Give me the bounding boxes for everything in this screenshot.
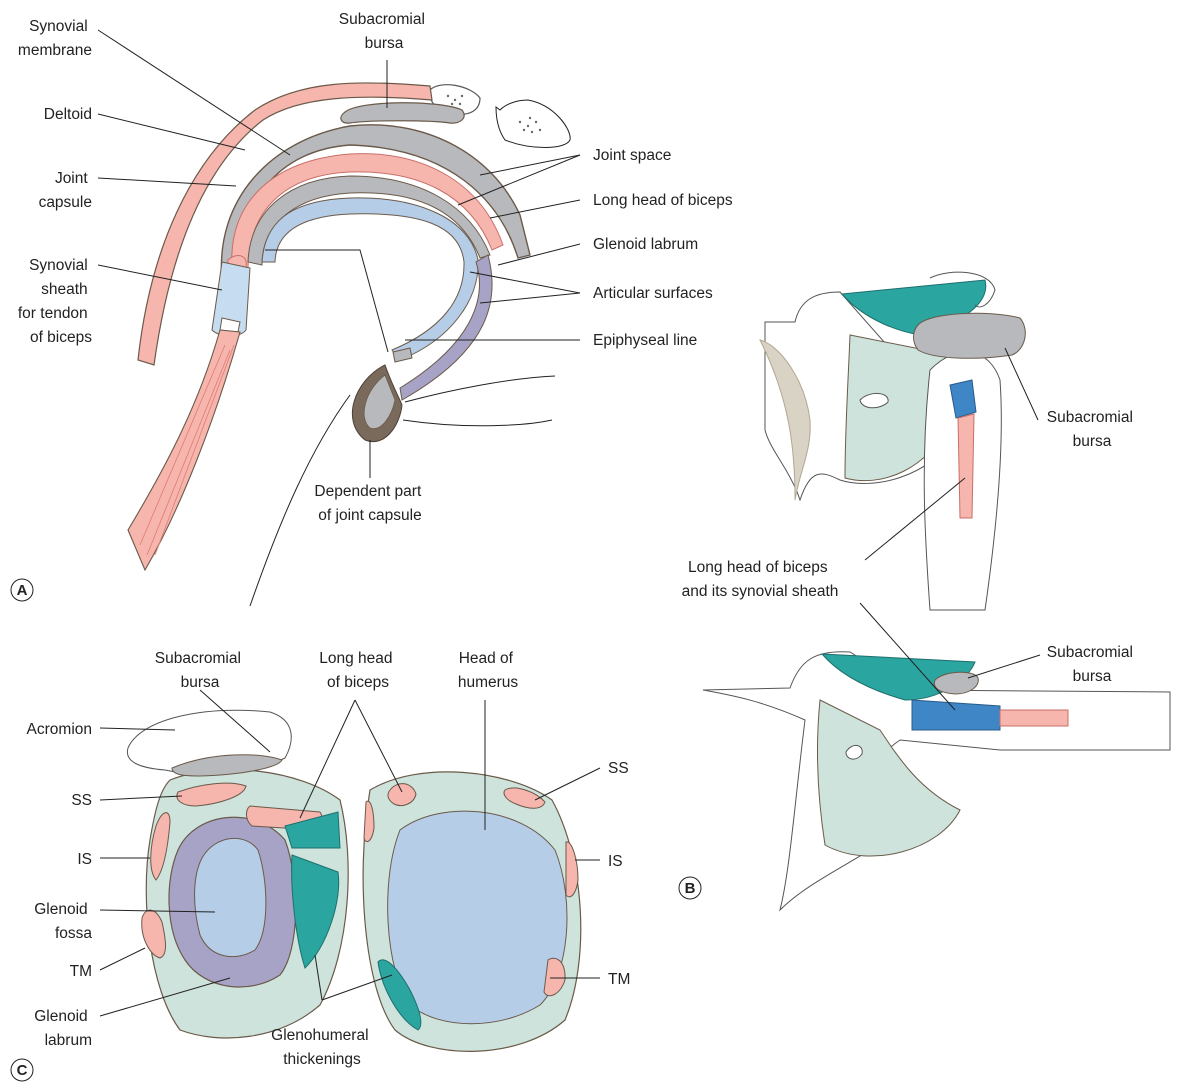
is-right-muscle bbox=[566, 842, 578, 897]
label-glenoid-labrum-a: Glenoid labrum bbox=[593, 236, 698, 253]
lead-c-biceps-2 bbox=[355, 700, 402, 792]
label-c-subacromial: Subacromial bursa bbox=[155, 650, 245, 691]
coracoid-outline bbox=[496, 100, 570, 148]
label-c-gh-thickenings: Glenohumeral thickenings bbox=[271, 1027, 373, 1068]
label-c-acromion: Acromion bbox=[27, 721, 92, 738]
lead-joint-space-1 bbox=[480, 155, 580, 175]
lead-articular-2 bbox=[480, 293, 580, 303]
lead-synovial-membrane bbox=[98, 30, 290, 155]
lead-c-tm-left bbox=[100, 948, 145, 970]
label-deltoid: Deltoid bbox=[44, 106, 92, 123]
label-dependent-part: Dependent part of joint capsule bbox=[314, 483, 425, 524]
svg-text:A: A bbox=[17, 582, 28, 599]
label-c-ss-right: SS bbox=[608, 760, 629, 777]
humerus-outline bbox=[250, 395, 350, 606]
lead-deltoid bbox=[98, 114, 245, 150]
subacromial-bursa-shape bbox=[341, 103, 464, 123]
label-subacromial-bursa-a: Subacromial bursa bbox=[339, 11, 429, 52]
label-articular-surfaces: Articular surfaces bbox=[593, 285, 713, 302]
lead-c-ss-right bbox=[535, 768, 600, 800]
biceps-tendon-upper bbox=[958, 414, 974, 518]
label-c-glenoid-labrum: Glenoid labrum bbox=[34, 1008, 92, 1049]
label-long-head-biceps-a: Long head of biceps bbox=[593, 192, 733, 209]
panel-a: Synovial membrane Subacromial bursa Delt… bbox=[11, 11, 733, 606]
lead-subacromial-b2 bbox=[968, 655, 1040, 678]
label-epiphyseal-line: Epiphyseal line bbox=[593, 332, 697, 349]
subacromial-bursa-upper bbox=[914, 313, 1026, 358]
label-c-long-head: Long head of biceps bbox=[319, 650, 397, 691]
label-c-is-left: IS bbox=[77, 851, 92, 868]
label-c-tm-right: TM bbox=[608, 971, 630, 988]
panel-a-badge: A bbox=[11, 579, 33, 601]
label-long-head-sheath: Long head of biceps and its synovial she… bbox=[682, 559, 839, 600]
scapula-lower-outline bbox=[403, 420, 552, 426]
label-subacromial-b1: Subacromial bursa bbox=[1047, 409, 1137, 450]
svg-text:B: B bbox=[685, 880, 696, 897]
label-synovial-sheath: Synovial sheath for tendon of biceps bbox=[18, 257, 92, 346]
lead-joint-capsule bbox=[98, 178, 236, 186]
biceps-tendon-lower bbox=[1000, 710, 1068, 726]
panel-c: Subacromial bursa Long head of biceps He… bbox=[11, 650, 630, 1081]
label-c-head-humerus: Head of humerus bbox=[458, 650, 519, 691]
lead-subacromial-b1 bbox=[1005, 348, 1038, 420]
head-of-humerus-c bbox=[388, 811, 567, 1024]
label-subacromial-b2: Subacromial bursa bbox=[1047, 644, 1137, 685]
coracoid-dots bbox=[519, 117, 541, 133]
panel-c-badge: C bbox=[11, 1059, 33, 1081]
lead-glenoid-labrum bbox=[498, 244, 580, 265]
lead-epiphyseal-2 bbox=[265, 250, 388, 352]
label-c-glenoid-fossa: Glenoid fossa bbox=[34, 901, 92, 942]
label-c-is-right: IS bbox=[608, 853, 623, 870]
panel-b-badge: B bbox=[679, 877, 701, 899]
label-c-ss-left: SS bbox=[71, 792, 92, 809]
label-c-tm-left: TM bbox=[70, 963, 92, 980]
glenoid-fossa-c bbox=[195, 838, 266, 956]
panel-b: Subacromial bursa Long head of biceps an… bbox=[679, 272, 1170, 910]
humeral-articular-surface bbox=[262, 198, 478, 360]
label-synovial-membrane: Synovial membrane bbox=[18, 18, 92, 59]
label-joint-capsule: Joint capsule bbox=[39, 170, 92, 211]
svg-text:C: C bbox=[17, 1062, 28, 1079]
label-joint-space: Joint space bbox=[593, 147, 671, 164]
